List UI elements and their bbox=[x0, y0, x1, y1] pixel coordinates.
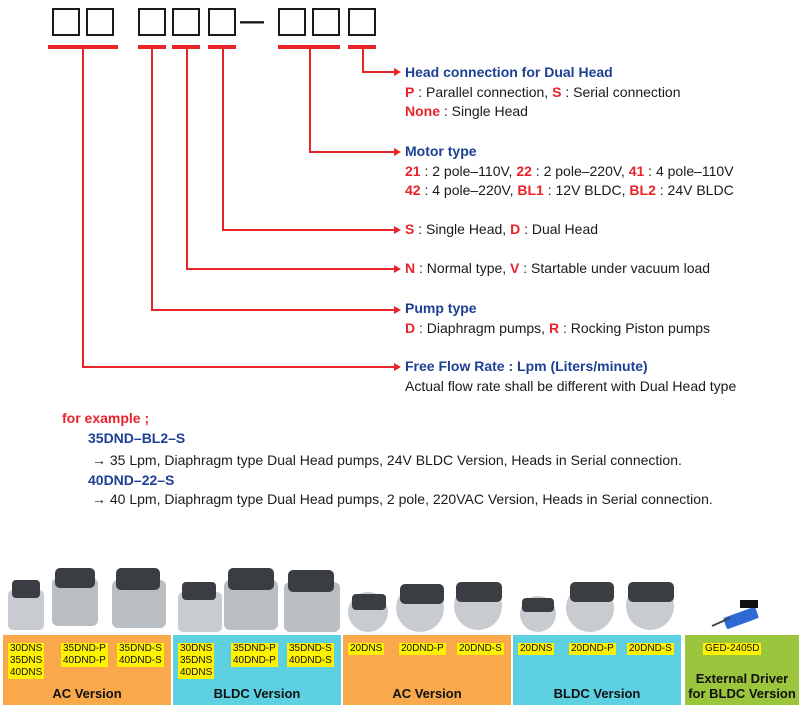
model-tag: 20DND-P bbox=[399, 643, 446, 655]
version-label: AC Version bbox=[392, 686, 462, 701]
model-tag: 40DND-P bbox=[231, 655, 278, 667]
leader-head bbox=[222, 229, 394, 231]
model-tag: 40DND-P bbox=[61, 655, 108, 667]
leader-motor bbox=[309, 49, 311, 152]
annotation-line-vacuum: N : Normal type, V : Startable under vac… bbox=[405, 260, 711, 276]
annotation-line-head-connection: P : Parallel connection, S : Serial conn… bbox=[405, 84, 681, 100]
annotation-line-head-connection: None : Single Head bbox=[405, 103, 528, 119]
version-label: BLDC Version bbox=[553, 686, 641, 701]
product-panel: 20DNS 20DND-P 20DND-S AC Version bbox=[343, 635, 511, 705]
code-underline-pump bbox=[138, 45, 166, 49]
example-code-2: 40DND–22–S bbox=[88, 472, 175, 488]
arrow-vacuum bbox=[394, 265, 401, 273]
leader-flow bbox=[82, 49, 84, 367]
leader-head bbox=[222, 49, 224, 230]
code-box-4 bbox=[172, 8, 200, 36]
example-label: for example ; bbox=[62, 410, 150, 426]
arrow-motor bbox=[394, 148, 401, 156]
model-tag: 20DND-S bbox=[457, 643, 504, 655]
model-tag: 30DNS bbox=[8, 643, 45, 655]
code-box-7 bbox=[312, 8, 340, 36]
code-box-8 bbox=[348, 8, 376, 36]
code-underline-head bbox=[208, 45, 236, 49]
pump-images bbox=[8, 568, 759, 632]
model-tag: 35DNS bbox=[8, 655, 45, 667]
model-tag: 20DND-S bbox=[627, 643, 674, 655]
code-separator: — bbox=[240, 8, 264, 35]
leader-connection bbox=[362, 71, 394, 73]
model-tag: 40DND-S bbox=[287, 655, 334, 667]
annotation-title-flow-rate: Free Flow Rate : Lpm (Liters/minute) bbox=[405, 358, 648, 374]
code-box-1 bbox=[52, 8, 80, 36]
code-box-5 bbox=[208, 8, 236, 36]
code-box-6 bbox=[278, 8, 306, 36]
product-panel: 20DNS 20DND-P 20DND-S BLDC Version bbox=[513, 635, 681, 705]
leader-motor bbox=[309, 151, 394, 153]
model-tag: 30DNS bbox=[178, 643, 215, 655]
annotation-title-pump-type: Pump type bbox=[405, 300, 477, 316]
arrow-head bbox=[394, 226, 401, 234]
code-underline-connection bbox=[348, 45, 376, 49]
model-tag: 40DNS bbox=[178, 667, 215, 679]
annotation-line-flow-rate: Actual flow rate shall be different with… bbox=[405, 378, 737, 394]
arrow-connection bbox=[394, 68, 401, 76]
model-tag: GED-2405D bbox=[703, 643, 762, 655]
model-tag: 20DNS bbox=[518, 643, 555, 655]
annotation-title-motor-type: Motor type bbox=[405, 143, 477, 159]
code-box-2 bbox=[86, 8, 114, 36]
leader-flow bbox=[82, 366, 394, 368]
model-tag: 35DND-S bbox=[117, 643, 164, 655]
model-tag: 35DND-P bbox=[61, 643, 108, 655]
annotation-line-head: S : Single Head, D : Dual Head bbox=[405, 221, 599, 237]
annotation-line-motor-type: 21 : 2 pole–110V, 22 : 2 pole–220V, 41 :… bbox=[405, 163, 734, 179]
example-code-1: 35DND–BL2–S bbox=[88, 430, 186, 446]
model-tag: 40DNS bbox=[8, 667, 45, 679]
leader-vacuum bbox=[186, 268, 394, 270]
annotation-line-motor-type: 42 : 4 pole–220V, BL1 : 12V BLDC, BL2 : … bbox=[405, 182, 734, 198]
annotation-title-head-connection: Head connection for Dual Head bbox=[405, 64, 613, 80]
code-underline-motor bbox=[278, 45, 340, 49]
leader-pump bbox=[151, 309, 394, 311]
annotation-line-pump-type: D : Diaphragm pumps, R : Rocking Piston … bbox=[405, 320, 711, 336]
code-box-3 bbox=[138, 8, 166, 36]
leader-pump bbox=[151, 49, 153, 310]
model-tag: 35DND-S bbox=[287, 643, 334, 655]
arrow-pump bbox=[394, 306, 401, 314]
leader-vacuum bbox=[186, 49, 188, 269]
example-desc-2: → 40 Lpm, Diaphragm type Dual Head pumps… bbox=[92, 491, 713, 507]
version-label: BLDC Version bbox=[213, 686, 301, 701]
leader-connection bbox=[362, 49, 364, 72]
model-tag: 20DND-P bbox=[569, 643, 616, 655]
model-tag: 20DNS bbox=[348, 643, 385, 655]
model-tag: 40DND-S bbox=[117, 655, 164, 667]
code-underline-flow bbox=[48, 45, 118, 49]
code-underline-vacuum bbox=[172, 45, 200, 49]
arrow-flow bbox=[394, 363, 401, 371]
model-tag: 35DND-P bbox=[231, 643, 278, 655]
example-desc-1: → 35 Lpm, Diaphragm type Dual Head pumps… bbox=[92, 452, 682, 468]
model-tag: 35DNS bbox=[178, 655, 215, 667]
version-label: AC Version bbox=[52, 686, 122, 701]
